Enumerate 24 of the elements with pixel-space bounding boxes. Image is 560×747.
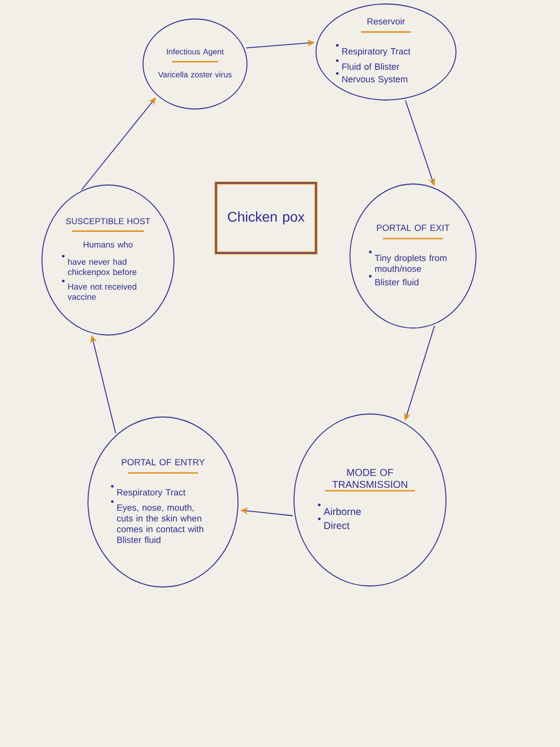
list-item: Airborne <box>324 508 361 516</box>
body-text: Humans who <box>84 241 133 248</box>
stage-heading: PORTAL OF ENTRY <box>122 458 205 466</box>
list-item: have never had chickenpox before <box>68 258 136 277</box>
stage-circle <box>316 4 456 100</box>
list-item: Respiratory Tract <box>342 48 410 56</box>
stage-circle <box>294 414 446 586</box>
stage-heading: PORTAL OF EXIT <box>377 224 450 231</box>
list-item: Tiny droplets from mouth/nose <box>374 254 446 272</box>
stage-circle <box>88 416 238 588</box>
list-item: Direct <box>324 522 350 530</box>
stage-heading: Reservoir <box>368 18 406 24</box>
topic-box: Chicken pox <box>214 182 318 254</box>
stage-heading: MODE OF TRANSMISSION <box>332 468 408 488</box>
stage-circle <box>42 184 174 336</box>
list-item: Respiratory Tract <box>117 488 186 498</box>
stage-circle <box>142 18 248 110</box>
list-item: Nervous System <box>342 76 408 84</box>
list-item: Blister fluid <box>375 278 418 286</box>
stage-heading: SUSCEPTIBLE HOST <box>66 218 150 224</box>
list-item: Eyes, nose, mouth, cuts in the skin when comes in contact with Blister fluid <box>116 504 204 544</box>
stage-circle <box>350 184 476 328</box>
list-item: Have not received vaccine <box>68 283 136 300</box>
list-item: Fluid of Blister <box>342 63 400 70</box>
